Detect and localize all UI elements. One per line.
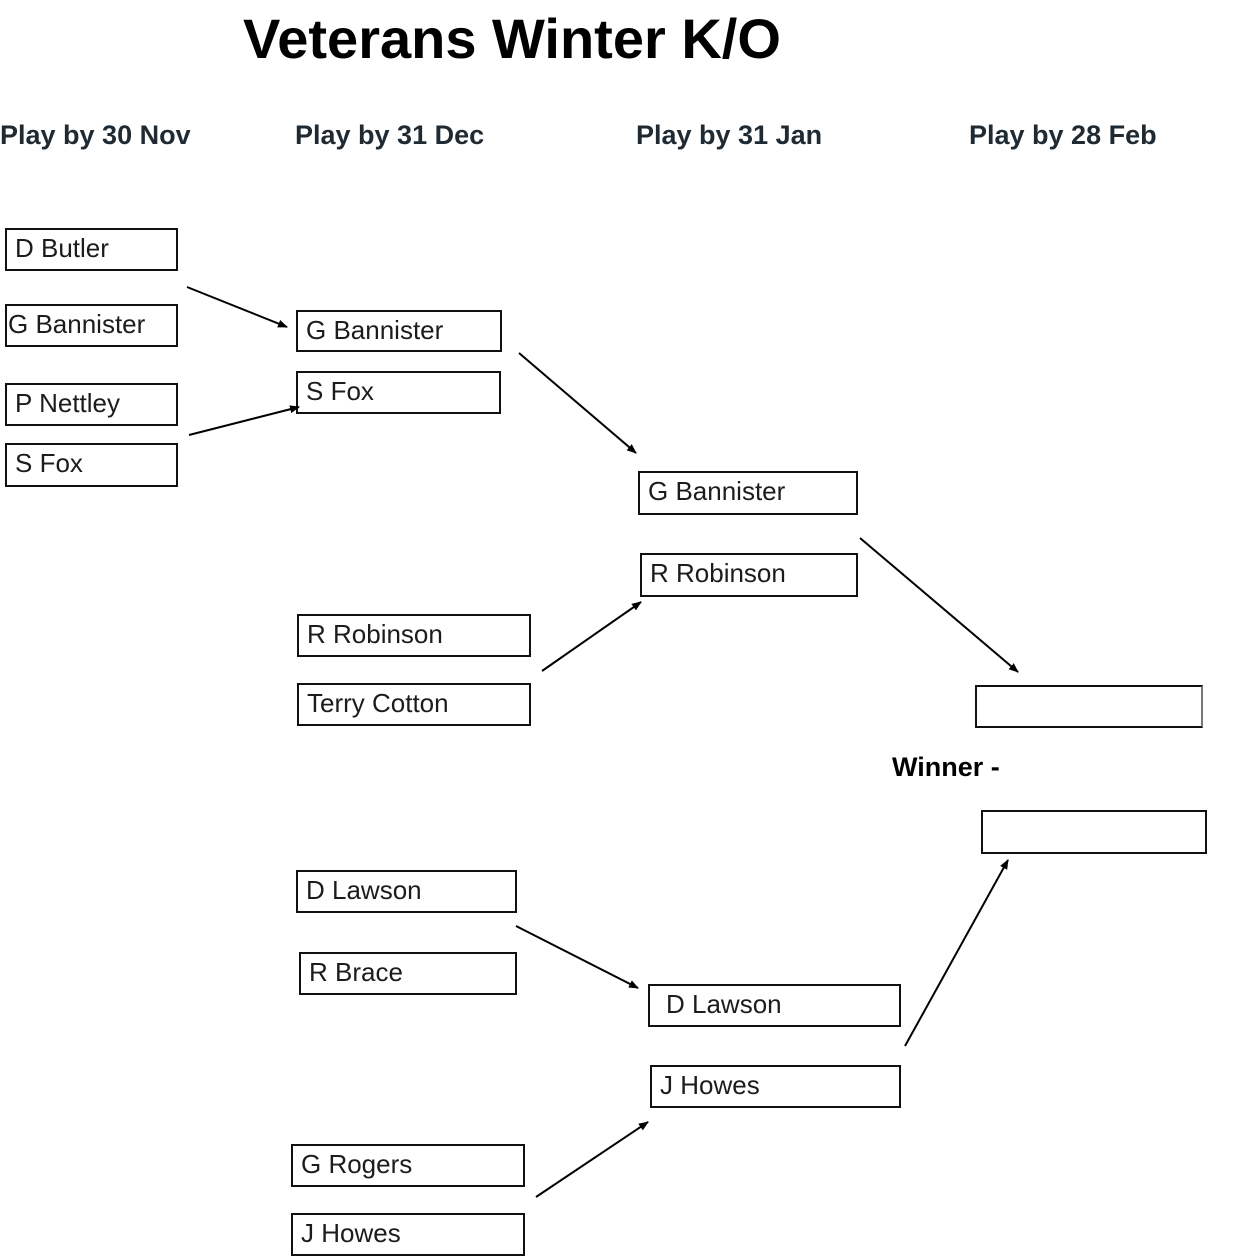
- player-box: R Robinson: [297, 614, 531, 657]
- arrow: [518, 352, 637, 454]
- arrow: [541, 601, 642, 672]
- arrow: [186, 286, 288, 328]
- player-box: G Rogers: [291, 1144, 525, 1187]
- player-box: G Bannister: [638, 471, 858, 515]
- player-box: D Lawson: [296, 870, 517, 913]
- player-box: S Fox: [296, 371, 501, 414]
- player-box: D Butler: [5, 228, 178, 271]
- player-box: G Bannister: [5, 304, 178, 347]
- round-header-2: Play by 31 Dec: [295, 120, 485, 150]
- arrow: [515, 925, 639, 989]
- player-box: Terry Cotton: [297, 683, 531, 726]
- round-header-1: Play by 30 Nov: [0, 120, 191, 150]
- player-box: J Howes: [291, 1213, 525, 1256]
- player-box: G Bannister: [296, 310, 502, 352]
- player-box: R Robinson: [640, 553, 858, 597]
- round-header-3: Play by 31 Jan: [636, 120, 823, 150]
- player-box: P Nettley: [5, 383, 178, 426]
- arrow: [904, 859, 1009, 1047]
- arrow: [859, 537, 1019, 673]
- player-box: D Lawson: [648, 984, 901, 1027]
- arrow: [188, 405, 300, 436]
- winner-label: Winner -: [892, 752, 1000, 782]
- round-header-4: Play by 28 Feb: [969, 120, 1157, 150]
- page-title: Veterans Winter K/O: [243, 7, 781, 70]
- finalist-box: [975, 685, 1203, 728]
- finalist-box: [981, 810, 1207, 854]
- player-box: R Brace: [299, 952, 517, 995]
- arrow: [535, 1121, 649, 1198]
- player-box: J Howes: [650, 1065, 901, 1108]
- player-box: S Fox: [5, 443, 178, 487]
